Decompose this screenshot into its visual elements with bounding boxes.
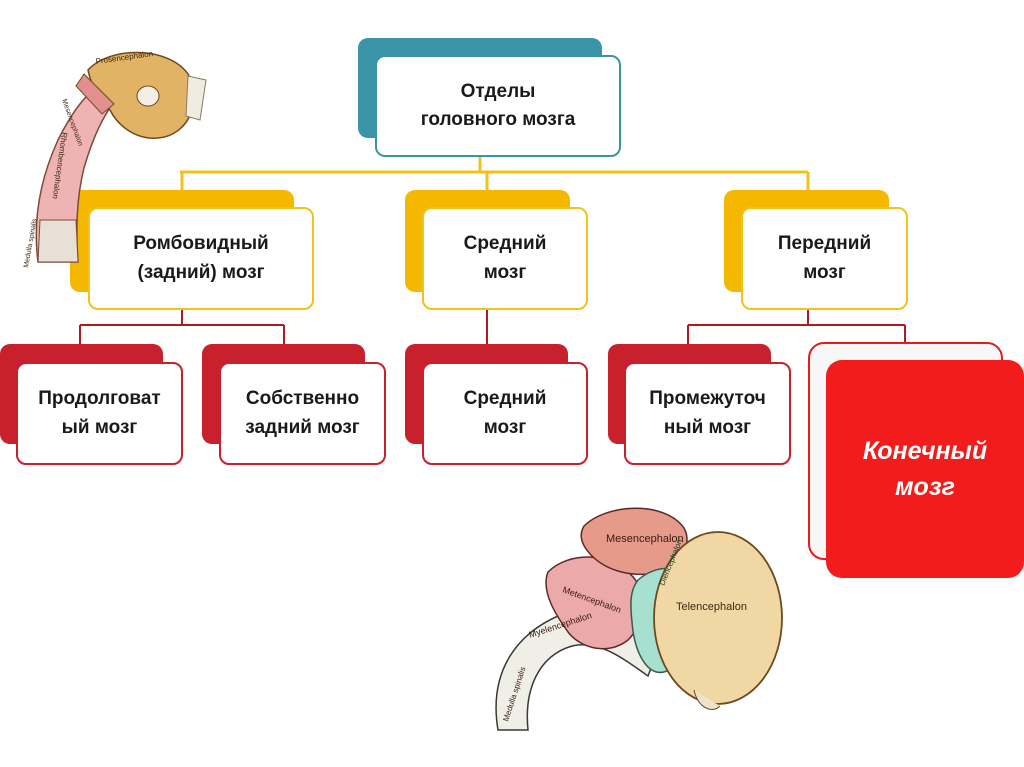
embryo-brain-illustration: Mesencephalon Diencephalon Telencephalon… bbox=[495, 507, 783, 731]
level1-label-mesencephalon: Средний мозг bbox=[463, 233, 547, 283]
level2-label-medulla: Продолговат ый мозг bbox=[38, 388, 161, 438]
embryo-brain-label-telencephalon: Telencephalon bbox=[676, 601, 747, 613]
embryo-brain-label-mesencephalon: Mesencephalon bbox=[606, 533, 684, 545]
level2-label-diencephalon: Промежуточ ный мозг bbox=[649, 388, 766, 438]
level2-label-metencephalon: Собственно задний мозг bbox=[245, 388, 360, 438]
level1-label-prosencephalon: Передний мозг bbox=[777, 233, 872, 283]
level1-label-rhombencephalon: Ромбовидный (задний) мозг bbox=[133, 233, 269, 283]
embryo-tube-illustration: Prosencephalon Mesencephalon Rhombenceph… bbox=[23, 49, 207, 268]
root-node-label: Отделы головного мозга bbox=[420, 80, 576, 131]
level2-label-mesencephalon: Средний мозг bbox=[463, 388, 547, 438]
level2-label-telencephalon: Конечный мозг bbox=[862, 436, 988, 501]
